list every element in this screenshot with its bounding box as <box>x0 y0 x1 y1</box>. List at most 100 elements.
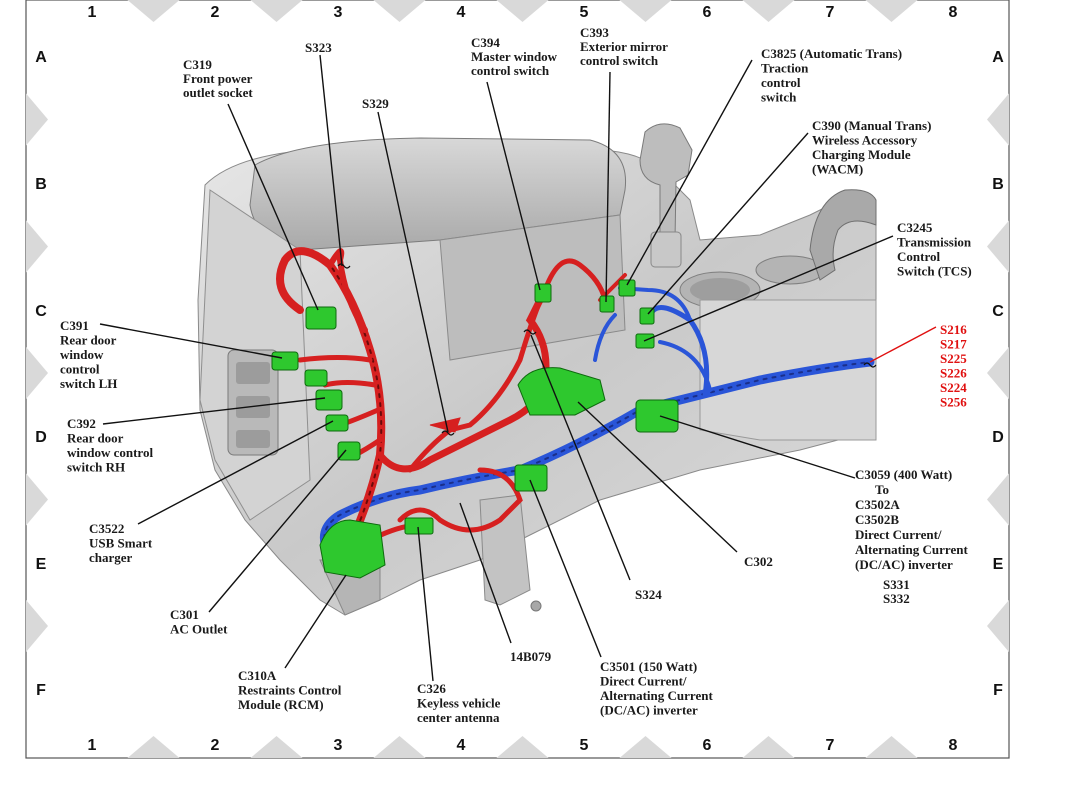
connector-c301 <box>337 441 361 461</box>
label-line: AC Outlet <box>170 622 228 637</box>
grid-row-left-D: D <box>35 429 47 446</box>
label-line: S226 <box>940 366 967 381</box>
label-line: switch RH <box>67 460 125 475</box>
grid-row-left-F: F <box>36 682 46 699</box>
label-line: Wireless Accessory <box>812 133 918 148</box>
connector-c302 <box>517 367 606 416</box>
grid-row-left-A: A <box>35 49 47 66</box>
label-line: Module (RCM) <box>238 697 324 712</box>
grid-tick-top-icon <box>250 0 303 22</box>
grid-row-right-B: B <box>992 176 1004 193</box>
label-line: center antenna <box>417 710 500 725</box>
label-line: S216 <box>940 322 967 337</box>
grid-tick-top-icon <box>865 0 918 22</box>
grid-tick-right-icon <box>987 473 1009 526</box>
label-s329: S329 <box>362 96 389 111</box>
label-line: Restraints Control <box>238 683 342 698</box>
label-line: outlet socket <box>183 85 253 100</box>
label-line: S224 <box>940 380 967 395</box>
label-line: Rear door <box>60 333 117 348</box>
grid-column-top-2: 2 <box>211 4 220 21</box>
label-line: S324 <box>635 587 662 602</box>
grid-tick-left-icon <box>26 93 48 146</box>
grid-tick-left-icon <box>26 473 48 526</box>
label-line: window control <box>67 445 153 460</box>
connector-c3501 <box>514 464 548 492</box>
label-line: C326 <box>417 681 446 696</box>
splice-s329-icon <box>441 430 455 436</box>
label-line: C390 (Manual Trans) <box>812 118 931 133</box>
label-line: (DC/AC) inverter <box>600 703 698 718</box>
label-line: C3502B <box>855 512 899 527</box>
connector-c3059 <box>635 399 679 433</box>
grid-column-top-5: 5 <box>580 4 589 21</box>
label-line: Direct Current/ <box>855 527 942 542</box>
label-line: C394 <box>471 35 500 50</box>
connector-c394 <box>534 283 552 303</box>
label-line: window <box>60 347 104 362</box>
label-s324: S324 <box>635 587 662 602</box>
label-line: Control <box>897 249 940 264</box>
grid-tick-top-icon <box>619 0 672 22</box>
label-line: control switch <box>471 63 550 78</box>
grid-row-left-E: E <box>36 556 47 573</box>
label-line: C393 <box>580 25 609 40</box>
grid-tick-top-icon <box>373 0 426 22</box>
grid-column-bottom-7: 7 <box>826 737 835 754</box>
label-line: S329 <box>362 96 389 111</box>
grid-column-top-8: 8 <box>949 4 958 21</box>
grid-row-right-C: C <box>992 303 1004 320</box>
grid-column-bottom-2: 2 <box>211 737 220 754</box>
label-line: Switch (TCS) <box>897 264 972 279</box>
grid-row-right-F: F <box>993 682 1003 699</box>
label-line: (WACM) <box>812 162 863 177</box>
label-line: C3059 (400 Watt) <box>855 467 952 482</box>
label-c302: C302 <box>744 554 773 569</box>
label-line: charger <box>89 550 133 565</box>
grid-column-bottom-5: 5 <box>580 737 589 754</box>
label-line: Alternating Current <box>855 542 968 557</box>
label-line: S331 <box>883 577 910 592</box>
grid-column-bottom-6: 6 <box>703 737 712 754</box>
splice-s324-icon <box>523 329 537 335</box>
grid-tick-right-icon <box>987 600 1009 652</box>
grid-tick-top-icon <box>742 0 795 22</box>
label-line: control <box>761 75 801 90</box>
grid-tick-bottom-icon <box>127 736 180 758</box>
label-line: USB Smart <box>89 536 153 551</box>
label-line: Front power <box>183 71 253 86</box>
connector-c3825 <box>618 279 636 297</box>
grid-column-top-1: 1 <box>88 4 97 21</box>
blue-harness <box>319 286 875 560</box>
grid-tick-bottom-icon <box>619 736 672 758</box>
grid-tick-bottom-icon <box>373 736 426 758</box>
grid-tick-bottom-icon <box>865 736 918 758</box>
label-line: S323 <box>305 40 332 55</box>
label-line: Keyless vehicle <box>417 696 501 711</box>
connector-c319 <box>305 306 337 330</box>
grid-row-left-C: C <box>35 303 47 320</box>
label-line: C3245 <box>897 220 933 235</box>
grid-column-bottom-1: 1 <box>88 737 97 754</box>
label-line: control <box>60 362 100 377</box>
grid-column-top-7: 7 <box>826 4 835 21</box>
splice-markers <box>337 263 877 436</box>
label-line: Traction <box>761 61 809 76</box>
splice-s323-icon <box>337 263 351 269</box>
grid-row-right-A: A <box>992 49 1004 66</box>
grid-tick-left-icon <box>26 600 48 652</box>
grid-tick-left-icon <box>26 220 48 273</box>
